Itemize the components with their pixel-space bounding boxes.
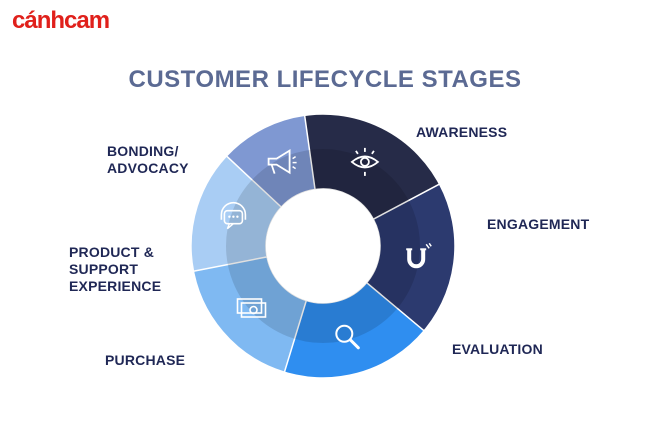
money-icon	[236, 298, 267, 318]
stage-label-bonding-advocacy: BONDING/ ADVOCACY	[107, 143, 189, 176]
inner-shadow-ring	[226, 149, 420, 343]
center-hole	[266, 189, 380, 303]
eye-icon	[350, 147, 380, 176]
stage-label-evaluation: EVALUATION	[452, 341, 543, 357]
brand-logo: cánhcam	[12, 7, 110, 34]
stage-label-awareness: AWARENESS	[416, 124, 508, 140]
stage-label-engagement: ENGAGEMENT	[487, 216, 590, 232]
stage-label-purchase: PURCHASE	[105, 352, 186, 368]
headset-chat-icon	[220, 201, 247, 230]
magnifier-icon	[335, 324, 360, 350]
stage-label-product-support-experience: PRODUCT & SUPPORT EXPERIENCE	[69, 244, 162, 294]
megaphone-icon	[267, 148, 297, 175]
magnet-icon	[406, 242, 432, 269]
diagram-title: CUSTOMER LIFECYCLE STAGES	[128, 66, 522, 93]
